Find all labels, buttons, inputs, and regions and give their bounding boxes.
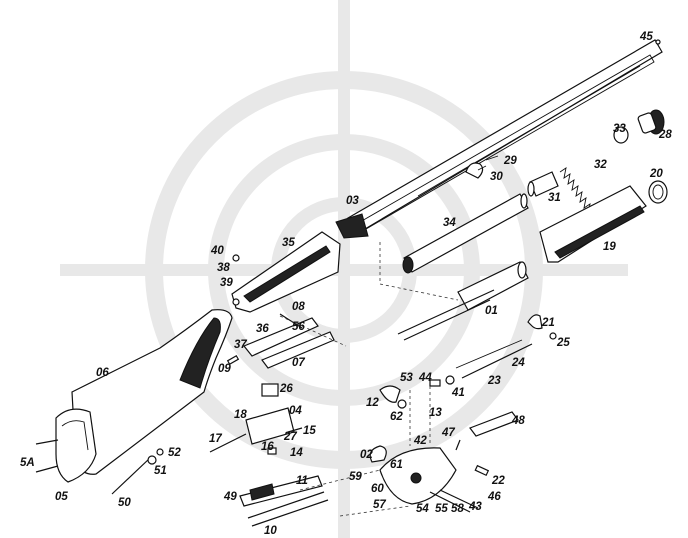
label-44: 44 [418, 372, 432, 384]
label-27: 27 [283, 431, 297, 443]
label-20: 20 [649, 168, 663, 180]
label-57: 57 [373, 499, 386, 511]
action-slide-part [397, 261, 557, 379]
label-37: 37 [234, 339, 247, 351]
label-22: 22 [491, 475, 505, 487]
label-52: 52 [168, 447, 181, 459]
label-24: 24 [511, 357, 525, 369]
label-28: 28 [658, 129, 672, 141]
bottom-bars-part [239, 475, 329, 527]
magazine-tube-part [402, 171, 559, 274]
magazine-cap-part [559, 109, 665, 233]
label-29: 29 [503, 155, 517, 167]
label-03: 03 [346, 195, 359, 207]
label-58: 58 [451, 503, 464, 515]
label-54: 54 [416, 503, 429, 515]
label-07: 07 [292, 357, 305, 369]
part-labels: 45 33 28 29 30 32 20 31 03 34 19 35 40 3… [20, 31, 672, 537]
label-19: 19 [603, 241, 616, 253]
label-41: 41 [451, 387, 465, 399]
label-02: 02 [360, 449, 373, 461]
label-05: 05 [55, 491, 68, 503]
label-51: 51 [154, 465, 167, 477]
stock-screws-part [111, 448, 164, 495]
label-39: 39 [220, 277, 233, 289]
label-10: 10 [264, 525, 277, 537]
label-60: 60 [371, 483, 384, 495]
label-14: 14 [290, 447, 303, 459]
label-46: 46 [487, 491, 501, 503]
receiver-part [231, 231, 341, 313]
label-32: 32 [594, 159, 607, 171]
label-25: 25 [556, 337, 570, 349]
label-13: 13 [429, 407, 442, 419]
forend-part [539, 180, 668, 263]
label-15: 15 [303, 425, 316, 437]
label-47: 47 [441, 427, 455, 439]
label-16: 16 [261, 441, 274, 453]
label-49: 49 [223, 491, 237, 503]
label-34: 34 [443, 217, 456, 229]
label-43: 43 [468, 501, 482, 513]
label-18: 18 [234, 409, 247, 421]
label-45: 45 [639, 31, 653, 43]
label-5A: 5A [20, 457, 35, 469]
label-48: 48 [511, 415, 525, 427]
stock-part [71, 309, 233, 475]
label-35: 35 [282, 237, 295, 249]
butt-pad-part [35, 408, 97, 483]
watermark-target [60, 0, 628, 538]
leader-lines [279, 242, 459, 517]
label-36: 36 [256, 323, 269, 335]
trigger-parts-left [209, 254, 335, 455]
label-53: 53 [400, 372, 413, 384]
label-08: 08 [292, 301, 305, 313]
label-62: 62 [390, 411, 403, 423]
label-01: 01 [485, 305, 498, 317]
barrel-clamp-part [465, 155, 499, 179]
label-09: 09 [218, 363, 231, 375]
label-04: 04 [289, 405, 302, 417]
label-11: 11 [296, 475, 308, 487]
label-17: 17 [209, 433, 222, 445]
label-56: 56 [292, 321, 305, 333]
label-33: 33 [613, 123, 626, 135]
label-40: 40 [210, 245, 224, 257]
label-38: 38 [217, 262, 230, 274]
label-21: 21 [541, 317, 555, 329]
label-12: 12 [366, 397, 379, 409]
label-59: 59 [349, 471, 362, 483]
barrel-part [335, 39, 663, 239]
label-26: 26 [279, 383, 293, 395]
label-55: 55 [435, 503, 448, 515]
label-31: 31 [548, 192, 561, 204]
label-06: 06 [96, 367, 109, 379]
label-30: 30 [490, 171, 503, 183]
label-50: 50 [118, 497, 131, 509]
trigger-guard-part [369, 375, 519, 513]
label-42: 42 [413, 435, 427, 447]
label-23: 23 [487, 375, 501, 387]
label-61: 61 [390, 459, 403, 471]
